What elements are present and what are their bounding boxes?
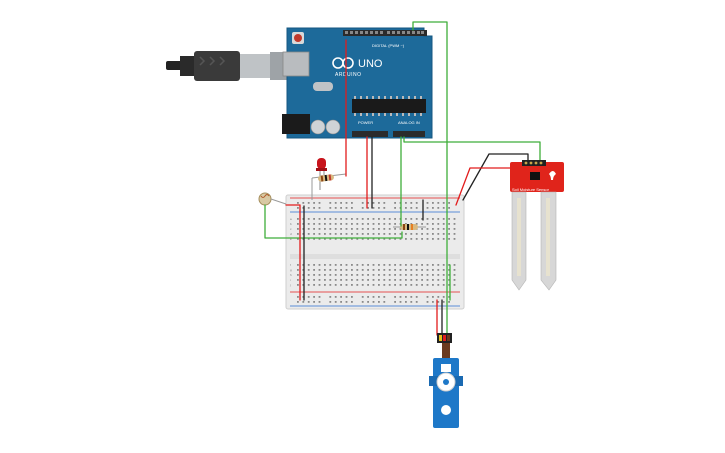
breadboard bbox=[285, 194, 465, 310]
resistor-breadboard bbox=[393, 224, 426, 230]
wire-green-a1 bbox=[403, 136, 541, 166]
power-header bbox=[352, 131, 388, 137]
row-letter-g: g bbox=[290, 268, 292, 272]
moisture-sensor-label: Soil Moisture Sensor bbox=[512, 187, 550, 192]
row-letter-j: j bbox=[289, 283, 291, 287]
row-letter-d: d bbox=[290, 232, 292, 236]
analog-header-label: ANALOG IN bbox=[398, 120, 420, 125]
arduino-logo-icon bbox=[332, 57, 354, 69]
atmega-chip bbox=[352, 99, 426, 113]
digital-header bbox=[343, 30, 427, 36]
row-letter-i: i bbox=[290, 278, 291, 282]
digital-header-label: DIGITAL (PWM ~) bbox=[372, 43, 405, 48]
servo-motor bbox=[429, 333, 463, 428]
arduino-uno-board: ARDUINO UNO DIGITAL (PWM ~) POWER ANALOG… bbox=[282, 27, 433, 139]
analog-header bbox=[393, 131, 425, 137]
resistor-led bbox=[311, 173, 347, 182]
arduino-model: UNO bbox=[358, 58, 383, 70]
wire-red-ldr bbox=[285, 204, 301, 301]
power-header-label: POWER bbox=[358, 120, 373, 125]
soil-moisture-sensor: Soil Moisture Sensor bbox=[510, 160, 564, 291]
row-letter-f: f bbox=[290, 263, 291, 267]
breadboard-holes bbox=[297, 202, 456, 303]
usb-cable bbox=[166, 51, 290, 81]
wire-red-sensor bbox=[455, 167, 518, 206]
row-letter-e: e bbox=[290, 237, 292, 241]
wire-black-sensor-2 bbox=[462, 153, 529, 201]
row-letter-h: h bbox=[290, 273, 292, 277]
row-letter-b: b bbox=[290, 222, 292, 226]
red-led bbox=[316, 158, 327, 190]
photoresistor bbox=[258, 192, 287, 206]
arduino-brand: ARDUINO bbox=[335, 72, 362, 78]
row-letter-c: c bbox=[290, 227, 292, 231]
wire-green-ldr bbox=[264, 204, 403, 239]
row-letter-a: a bbox=[290, 217, 292, 221]
flame-logo-icon bbox=[549, 171, 556, 180]
power-jack bbox=[282, 114, 310, 134]
